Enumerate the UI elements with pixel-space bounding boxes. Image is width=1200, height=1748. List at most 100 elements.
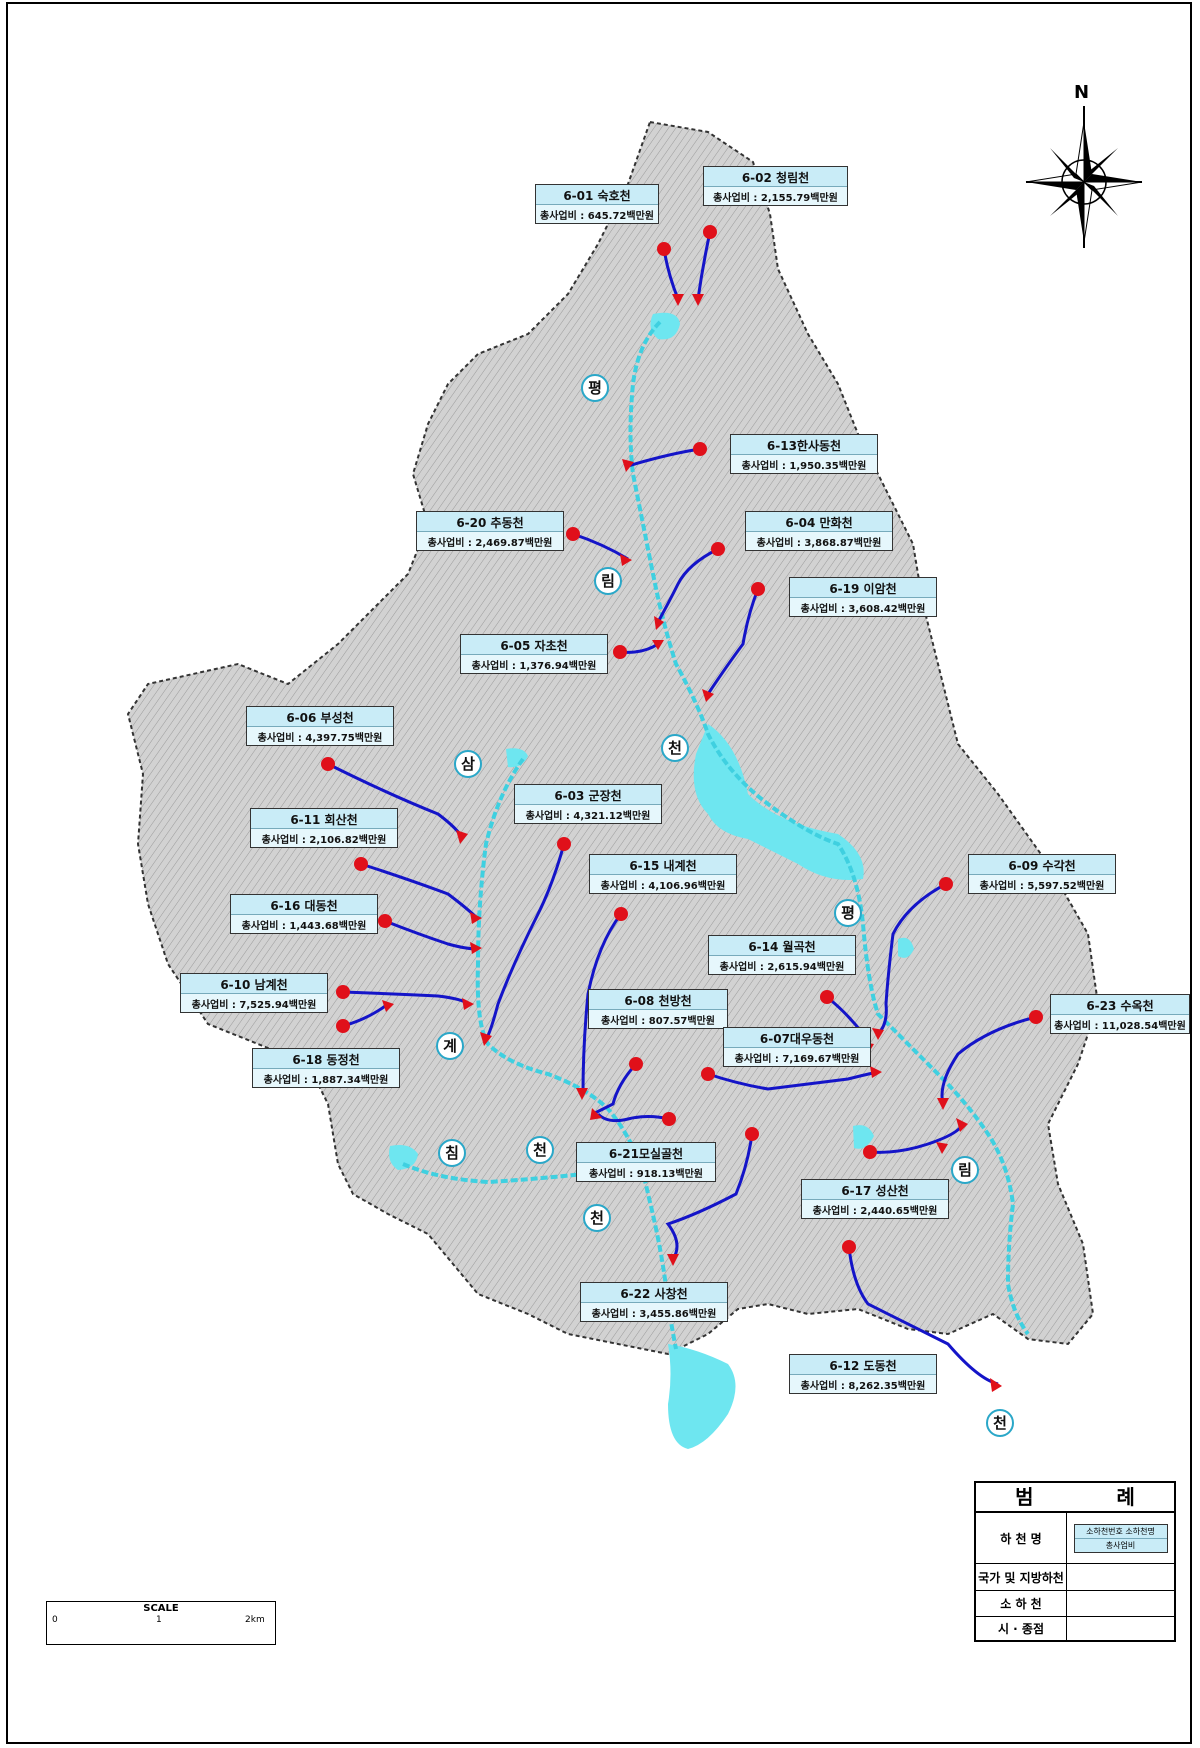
label-cost: 총사업비 : 4,321.12백만원 [515, 805, 661, 823]
label-cost: 총사업비 : 2,106.82백만원 [251, 829, 397, 847]
reservoir-central [693, 724, 864, 880]
label-6-01: 6-01 숙호천 총사업비 : 645.72백만원 [535, 184, 659, 224]
label-code: 6-08 천방천 [589, 990, 727, 1010]
label-cost: 총사업비 : 2,440.65백만원 [802, 1200, 948, 1218]
legend-row-points: 시 · 종점 [976, 1617, 1174, 1640]
national-river-main [628, 320, 1030, 1336]
label-6-05: 6-05 자초천 총사업비 : 1,376.94백만원 [460, 634, 608, 674]
label-code: 6-03 군장천 [515, 785, 661, 805]
legend-row-label: 국가 및 지방하천 [976, 1564, 1067, 1590]
label-6-13: 6-13한사동천 총사업비 : 1,950.35백만원 [730, 434, 878, 474]
legend-sample-top: 소하천번호 소하천명 [1074, 1525, 1167, 1539]
scale: SCALE 0 1 2km [46, 1601, 276, 1645]
label-cost: 총사업비 : 3,455.86백만원 [581, 1303, 727, 1321]
label-6-07: 6-07대우동천 총사업비 : 7,169.67백만원 [723, 1027, 871, 1067]
label-6-12: 6-12 도동천 총사업비 : 8,262.35백만원 [789, 1354, 937, 1394]
label-code: 6-16 대동천 [231, 895, 377, 915]
legend: 범 례 하 천 명 소하천번호 소하천명 총사업비 국가 및 지방하천 소 하 … [974, 1481, 1176, 1642]
legend-sample-bottom: 총사업비 [1105, 1540, 1136, 1550]
river-segment: 림 [951, 1156, 979, 1184]
label-cost: 총사업비 : 11,028.54백만원 [1051, 1015, 1189, 1033]
river-segment: 평 [581, 374, 609, 402]
scale-tick: 0 [52, 1615, 58, 1625]
label-6-22: 6-22 사창천 총사업비 : 3,455.86백만원 [580, 1282, 728, 1322]
legend-row-label: 시 · 종점 [976, 1617, 1067, 1640]
label-6-21: 6-21모실골천 총사업비 : 918.13백만원 [576, 1142, 716, 1182]
label-cost: 총사업비 : 2,469.87백만원 [417, 532, 563, 550]
label-code: 6-13한사동천 [731, 435, 877, 455]
river-segment: 침 [438, 1139, 466, 1167]
label-code: 6-09 수각천 [969, 855, 1115, 875]
label-code: 6-05 자초천 [461, 635, 607, 655]
label-code: 6-10 남계천 [181, 974, 327, 994]
legend-label-sample: 소하천번호 소하천명 총사업비 [1073, 1523, 1168, 1553]
legend-row-label: 하 천 명 [976, 1513, 1067, 1563]
pond-east [853, 1125, 874, 1149]
label-6-15: 6-15 내계천 총사업비 : 4,106.96백만원 [589, 854, 737, 894]
label-6-04: 6-04 만화천 총사업비 : 3,868.87백만원 [745, 511, 893, 551]
label-6-11: 6-11 회산천 총사업비 : 2,106.82백만원 [250, 808, 398, 848]
label-cost: 총사업비 : 2,615.94백만원 [709, 956, 855, 974]
map-frame: 6-01 숙호천 총사업비 : 645.72백만원 6-02 청림천 총사업비 … [6, 2, 1192, 1744]
label-6-08: 6-08 천방천 총사업비 : 807.57백만원 [588, 989, 728, 1029]
label-6-19: 6-19 이암천 총사업비 : 3,608.42백만원 [789, 577, 937, 617]
scale-title: SCALE [143, 1603, 179, 1614]
label-code: 6-15 내계천 [590, 855, 736, 875]
label-cost: 총사업비 : 3,608.42백만원 [790, 598, 936, 616]
scale-tick: 2km [245, 1615, 265, 1625]
label-cost: 총사업비 : 7,169.67백만원 [724, 1048, 870, 1066]
compass: N [1024, 82, 1144, 252]
pond-ne [898, 937, 914, 958]
legend-row-label: 소 하 천 [976, 1591, 1067, 1616]
label-cost: 총사업비 : 1,443.68백만원 [231, 915, 377, 933]
river-segment: 림 [594, 567, 622, 595]
label-code: 6-17 성산천 [802, 1180, 948, 1200]
label-code: 6-20 추동천 [417, 512, 563, 532]
label-code: 6-14 월곡천 [709, 936, 855, 956]
label-code: 6-12 도동천 [790, 1355, 936, 1375]
label-cost: 총사업비 : 8,262.35백만원 [790, 1375, 936, 1393]
label-cost: 총사업비 : 1,950.35백만원 [731, 455, 877, 473]
river-segment: 삼 [454, 750, 482, 778]
label-code: 6-07대우동천 [724, 1028, 870, 1048]
label-cost: 총사업비 : 4,397.75백만원 [247, 727, 393, 745]
label-6-09: 6-09 수각천 총사업비 : 5,597.52백만원 [968, 854, 1116, 894]
label-cost: 총사업비 : 1,376.94백만원 [461, 655, 607, 673]
river-segment: 천 [583, 1204, 611, 1232]
legend-row-river-name: 하 천 명 소하천번호 소하천명 총사업비 [976, 1513, 1174, 1564]
label-6-17: 6-17 성산천 총사업비 : 2,440.65백만원 [801, 1179, 949, 1219]
label-code: 6-02 청림천 [704, 167, 847, 187]
river-segment: 계 [436, 1032, 464, 1060]
label-code: 6-22 사창천 [581, 1283, 727, 1303]
label-code: 6-21모실골천 [577, 1143, 715, 1163]
label-6-06: 6-06 부성천 총사업비 : 4,397.75백만원 [246, 706, 394, 746]
reservoir-north [650, 312, 680, 340]
label-cost: 총사업비 : 2,155.79백만원 [704, 187, 847, 205]
national-river-west [475, 757, 678, 1350]
start-points [321, 225, 1043, 1254]
label-cost: 총사업비 : 918.13백만원 [577, 1163, 715, 1181]
label-cost: 총사업비 : 645.72백만원 [536, 205, 658, 223]
river-segment: 천 [526, 1136, 554, 1164]
legend-title: 범 례 [976, 1483, 1174, 1513]
label-cost: 총사업비 : 807.57백만원 [589, 1010, 727, 1028]
label-code: 6-18 동정천 [253, 1049, 399, 1069]
label-6-14: 6-14 월곡천 총사업비 : 2,615.94백만원 [708, 935, 856, 975]
label-6-23: 6-23 수옥천 총사업비 : 11,028.54백만원 [1050, 994, 1190, 1034]
label-6-18: 6-18 동정천 총사업비 : 1,887.34백만원 [252, 1048, 400, 1088]
river-segment: 천 [986, 1409, 1014, 1437]
label-code: 6-19 이암천 [790, 578, 936, 598]
label-cost: 총사업비 : 4,106.96백만원 [590, 875, 736, 893]
label-code: 6-11 회산천 [251, 809, 397, 829]
label-6-16: 6-16 대동천 총사업비 : 1,443.68백만원 [230, 894, 378, 934]
legend-row-national-river: 국가 및 지방하천 [976, 1564, 1174, 1591]
label-code: 6-23 수옥천 [1051, 995, 1189, 1015]
pond-west [389, 1145, 418, 1170]
label-6-02: 6-02 청림천 총사업비 : 2,155.79백만원 [703, 166, 848, 206]
north-label: N [1074, 82, 1090, 103]
label-cost: 총사업비 : 1,887.34백만원 [253, 1069, 399, 1087]
river-segment: 천 [661, 734, 689, 762]
river-segment: 평 [834, 899, 862, 927]
label-code: 6-06 부성천 [247, 707, 393, 727]
reservoir-south [668, 1344, 736, 1449]
